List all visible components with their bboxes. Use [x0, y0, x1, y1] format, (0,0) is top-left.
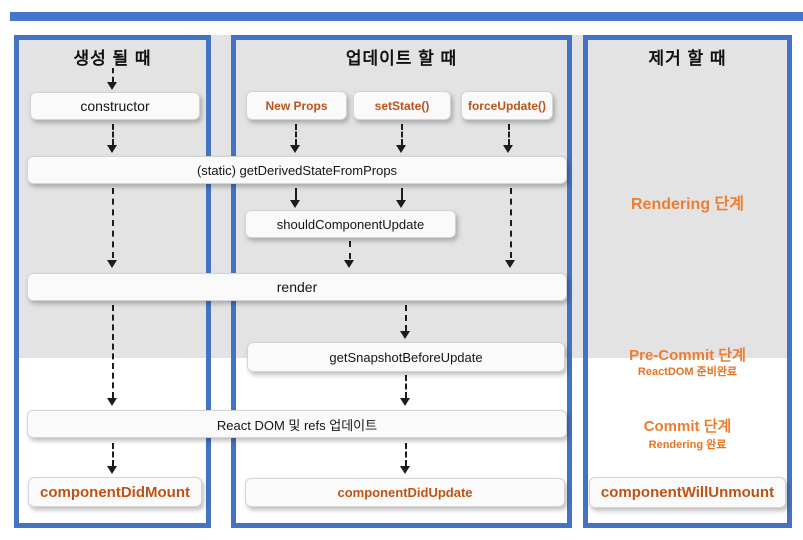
flow-arrow-line — [112, 68, 114, 82]
rendering-phase-band — [14, 35, 792, 358]
flow-arrow-line — [405, 305, 407, 331]
box-force-update: forceUpdate() — [461, 91, 553, 120]
flow-arrow-head — [396, 200, 406, 208]
flow-arrow-head — [400, 331, 410, 339]
box-set-state: setState() — [353, 91, 451, 120]
flow-arrow-line — [401, 188, 403, 200]
column-update-title: 업데이트 할 때 — [345, 49, 458, 68]
flow-arrow-head — [107, 82, 117, 90]
phase-rendering-label: Rendering 단계 — [630, 196, 744, 213]
box-component-did-mount: componentDidMount — [28, 477, 202, 507]
flow-arrow-head — [107, 466, 117, 474]
phase-commit-sublabel: Rendering 완료 — [648, 439, 727, 451]
flow-arrow-line — [112, 305, 114, 398]
box-component-will-unmount: componentWillUnmount — [589, 477, 786, 508]
phase-commit-label: Commit 단계 — [643, 418, 732, 435]
flow-arrow-head — [400, 398, 410, 406]
flow-arrow-head — [107, 398, 117, 406]
flow-arrow-line — [112, 443, 114, 466]
flow-arrow-line — [112, 188, 114, 258]
box-react-dom-refs-update: React DOM 및 refs 업데이트 — [27, 410, 567, 438]
top-accent-bar — [10, 12, 803, 21]
box-get-snapshot-before-update: getSnapshotBeforeUpdate — [247, 342, 565, 372]
flow-arrow-head — [107, 260, 117, 268]
flow-arrow-line — [401, 124, 403, 145]
flow-arrow-head — [107, 145, 117, 153]
flow-arrow-head — [290, 200, 300, 208]
flow-arrow-line — [295, 188, 297, 200]
box-component-did-update: componentDidUpdate — [245, 478, 565, 507]
flow-arrow-line — [405, 443, 407, 466]
column-unmount-frame — [583, 35, 792, 528]
box-constructor: constructor — [30, 92, 200, 120]
flow-arrow-head — [290, 145, 300, 153]
column-create-title: 생성 될 때 — [73, 49, 152, 68]
flow-arrow-head — [505, 260, 515, 268]
flow-arrow-head — [503, 145, 513, 153]
box-new-props: New Props — [246, 91, 347, 120]
flow-arrow-head — [344, 260, 354, 268]
column-unmount-title: 제거 할 때 — [648, 49, 727, 68]
flow-arrow-head — [400, 466, 410, 474]
phase-pre-commit-sublabel: ReactDOM 준비완료 — [637, 366, 738, 378]
box-should-component-update: shouldComponentUpdate — [245, 210, 456, 238]
flow-arrow-line — [405, 375, 407, 398]
flow-arrow-line — [510, 188, 512, 258]
flow-arrow-line — [508, 124, 510, 145]
box-get-derived-state-from-props: (static) getDerivedStateFromProps — [27, 156, 567, 184]
phase-pre-commit-label: Pre-Commit 단계 — [629, 347, 746, 364]
flow-arrow-line — [112, 124, 114, 145]
box-render: render — [27, 273, 567, 301]
flow-arrow-line — [349, 241, 351, 259]
flow-arrow-line — [295, 124, 297, 145]
flow-arrow-head — [396, 145, 406, 153]
